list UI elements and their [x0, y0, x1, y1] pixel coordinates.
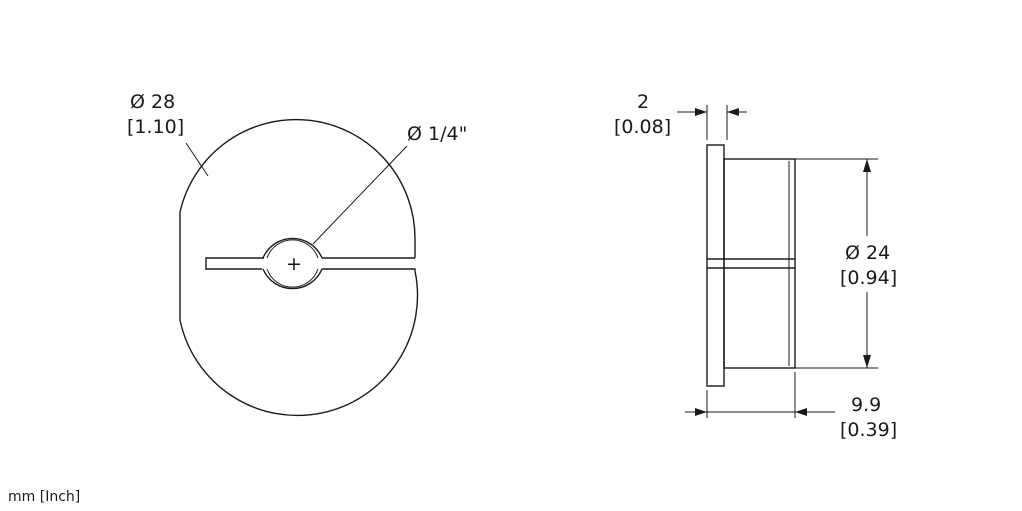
- outer-diameter-leader: [185, 142, 209, 177]
- flange-arrow-left: [695, 108, 707, 116]
- front-view: + Ø 28 [1.10] Ø 1/4": [127, 91, 467, 417]
- length-mm-label: 9.9: [851, 394, 881, 416]
- units-note: mm [Inch]: [8, 489, 80, 505]
- body-arrow-bottom: [863, 355, 871, 368]
- front-hole-outer: [262, 237, 323, 290]
- side-flange: [706, 144, 725, 387]
- length-arrow-right: [795, 408, 807, 416]
- flange-arrow-right: [727, 108, 739, 116]
- flange-thickness-in-label: [0.08]: [614, 116, 671, 138]
- flange-thickness-mm-label: 2: [637, 91, 649, 113]
- front-hole-inner: [266, 239, 319, 288]
- body-diameter-mm-label: Ø 24: [845, 242, 890, 264]
- body-arrow-top: [863, 159, 871, 172]
- hole-diameter-label: Ø 1/4": [407, 123, 467, 145]
- hole-diameter-leader: [312, 145, 408, 245]
- front-outer-outline: [179, 118, 419, 417]
- front-center-mark: +: [286, 253, 302, 275]
- side-body: [723, 158, 796, 369]
- front-slot: [205, 239, 416, 271]
- outer-diameter-mm-label: Ø 28: [130, 91, 175, 113]
- length-arrow-left: [695, 408, 707, 416]
- side-view: 2 [0.08] Ø 24 [0.94] 9.9 [0.39]: [614, 91, 897, 441]
- length-in-label: [0.39]: [840, 419, 897, 441]
- body-diameter-in-label: [0.94]: [840, 267, 897, 289]
- outer-diameter-in-label: [1.10]: [127, 116, 184, 138]
